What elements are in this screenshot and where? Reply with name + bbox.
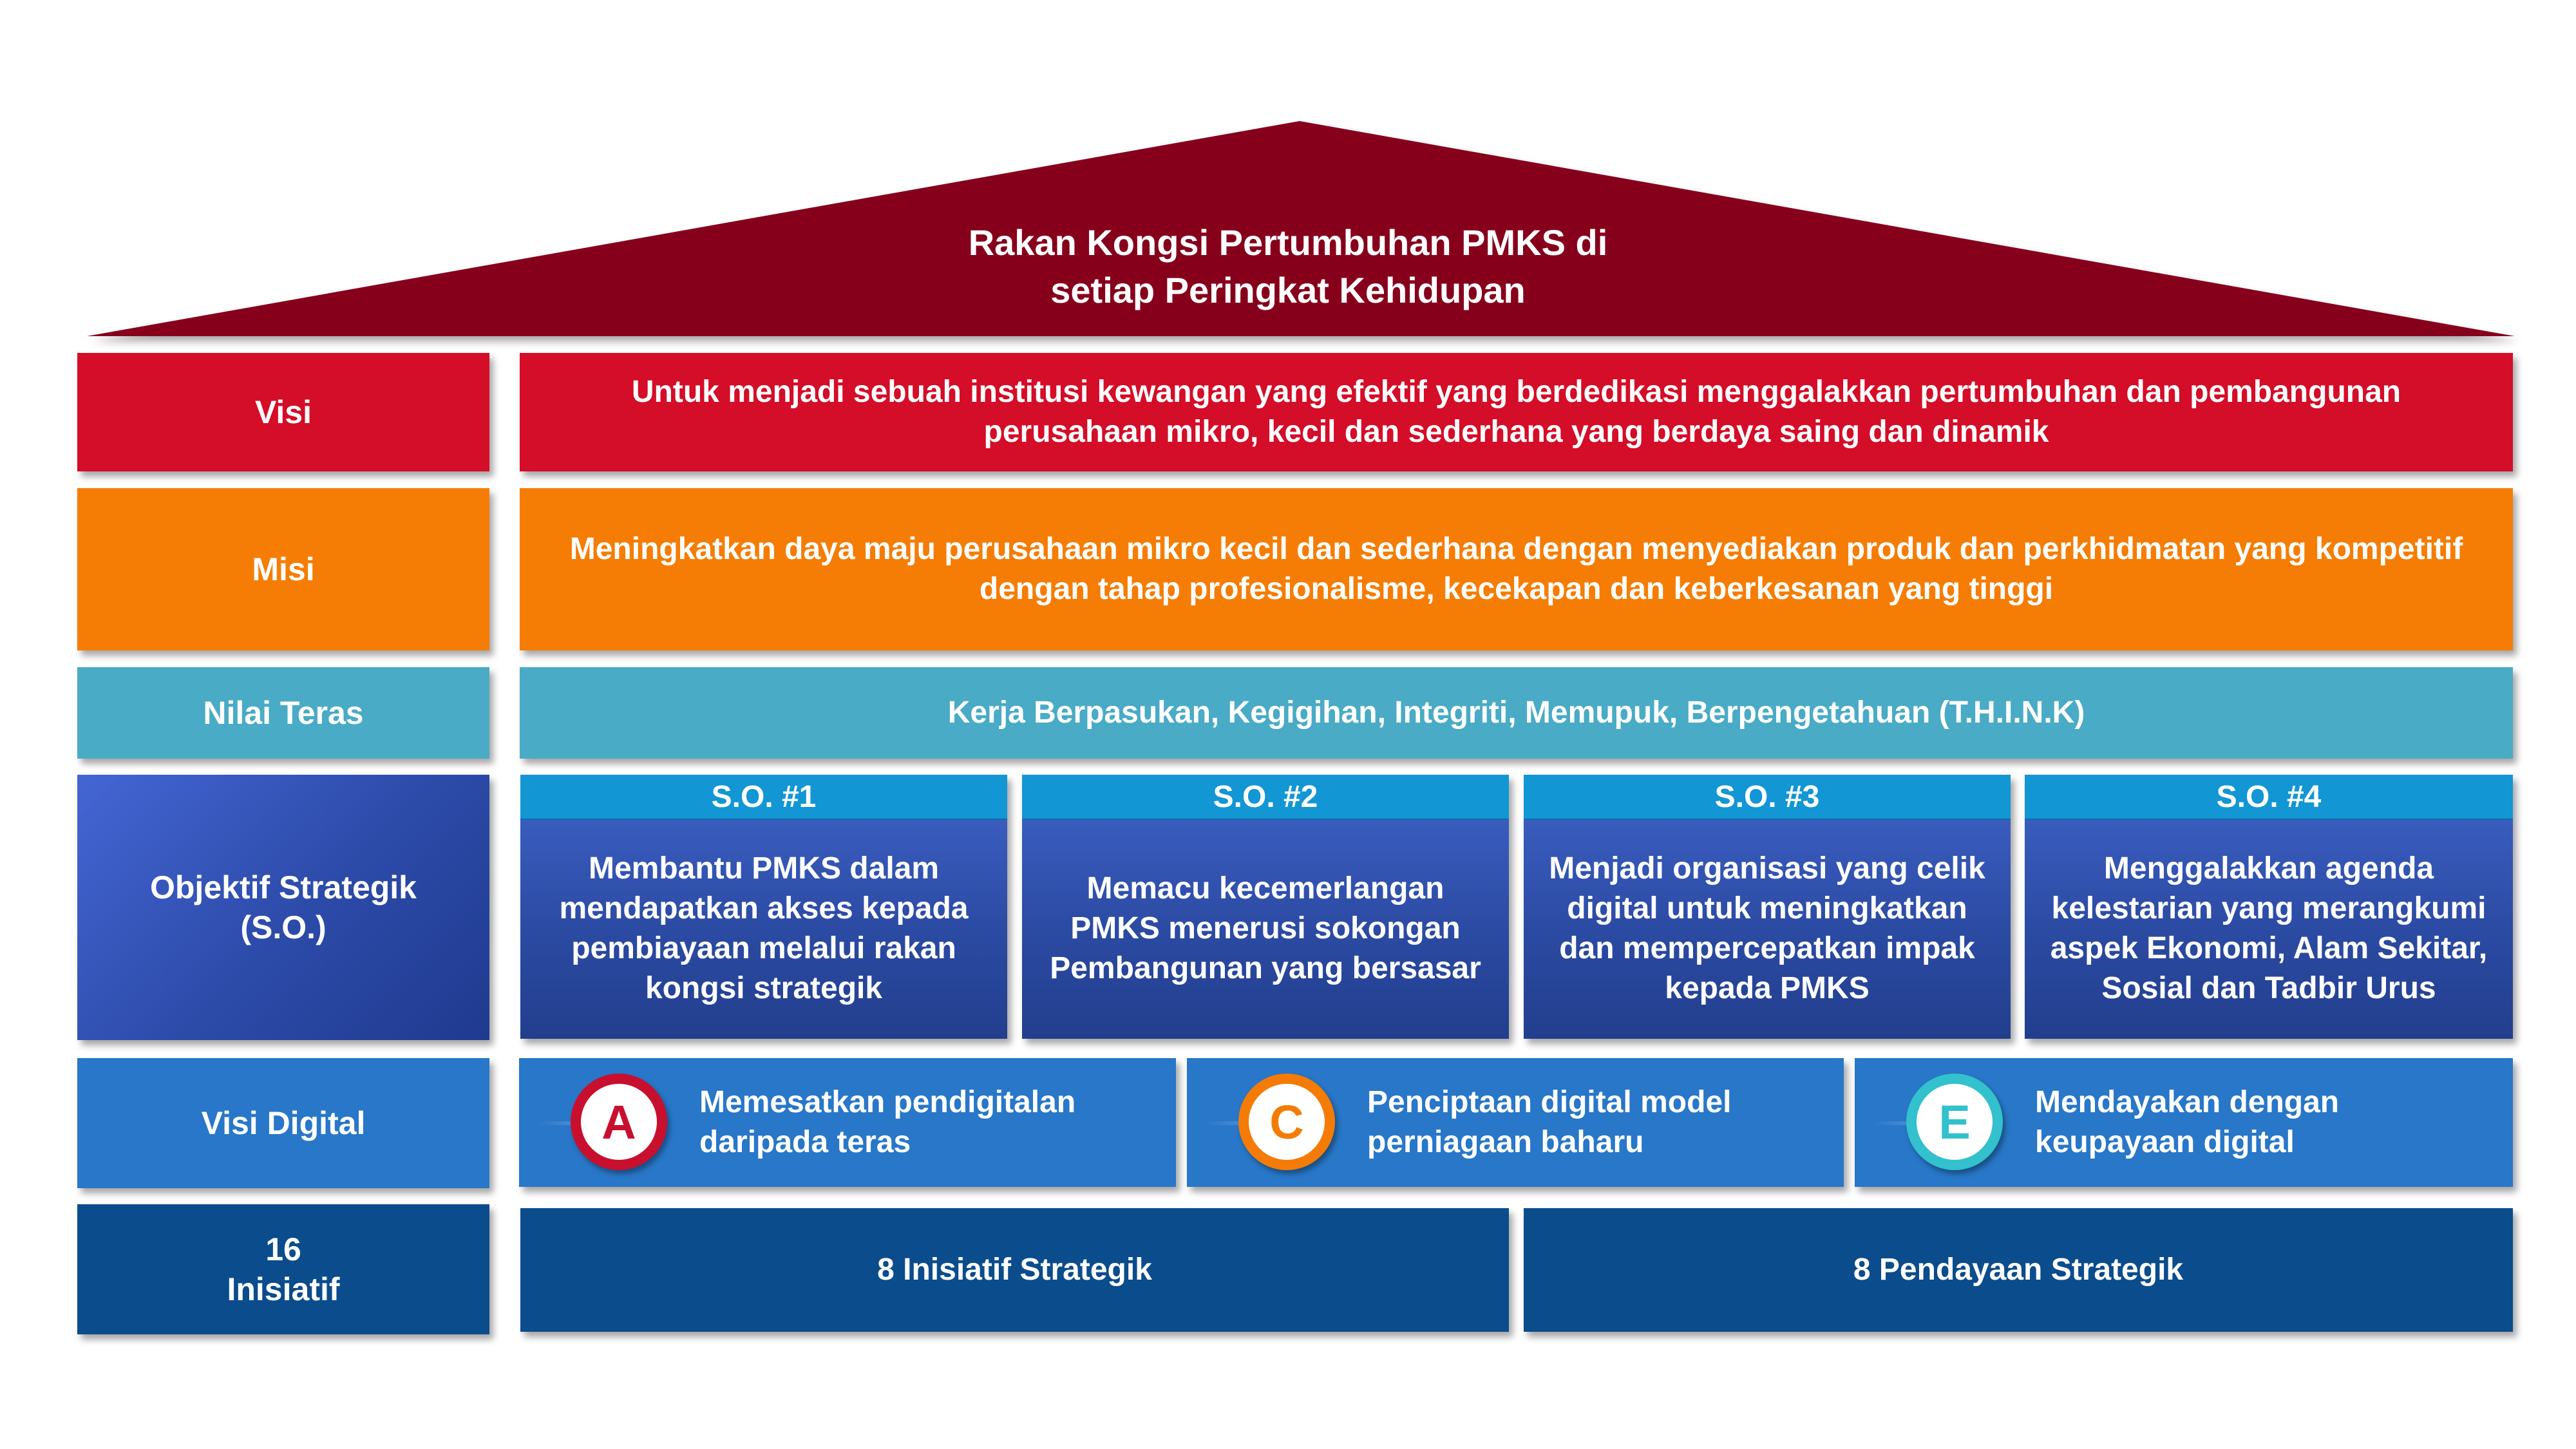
misi-label-text: Misi xyxy=(252,551,315,587)
so-title-4: S.O. #4 xyxy=(2025,775,2513,820)
inisiatif-item-2: 8 Pendayaan Strategik xyxy=(1524,1208,2513,1332)
so-title-3: S.O. #3 xyxy=(1524,775,2011,820)
so-title-2: S.O. #2 xyxy=(1022,775,1509,820)
objektif-label-text: Objektif Strategik (S.O.) xyxy=(150,869,417,945)
inisiatif-item-2-text: 8 Pendayaan Strategik xyxy=(1853,1253,2184,1287)
so-text-1: Membantu PMKS dalam mendapatkan akses ke… xyxy=(559,851,969,1005)
visi-label: Visi xyxy=(77,353,489,471)
so-text-4: Menggalakkan agenda kelestarian yang mer… xyxy=(2050,851,2488,1005)
inisiatif-item-1-text: 8 Inisiatif Strategik xyxy=(877,1253,1152,1287)
roof-shape xyxy=(87,121,2515,336)
nilai-teras-content: Kerja Berpasukan, Kegigihan, Integriti, … xyxy=(520,667,2513,759)
nilai-teras-label: Nilai Teras xyxy=(77,667,489,759)
visi-digital-item-e: E Mendayakan dengan keupayaan digital xyxy=(1855,1058,2513,1187)
so-text-3: Menjadi organisasi yang celik digital un… xyxy=(1549,851,1985,1005)
inisiatif-item-1: 8 Inisiatif Strategik xyxy=(520,1208,1509,1332)
roof-title-line-1: Rakan Kongsi Pertumbuhan PMKS di xyxy=(968,222,1608,263)
visi-digital-text-a: Memesatkan pendigitalan daripada teras xyxy=(699,1085,1076,1159)
misi-content: Meningkatkan daya maju perusahaan mikro … xyxy=(520,488,2513,650)
inisiatif-label: 16 Inisiatif xyxy=(77,1204,489,1334)
visi-label-text: Visi xyxy=(254,394,312,430)
nilai-teras-label-text: Nilai Teras xyxy=(203,695,364,731)
visi-digital-item-c: C Penciptaan digital model perniagaan ba… xyxy=(1187,1058,1844,1187)
so-card-1: S.O. #1 Membantu PMKS dalam mendapatkan … xyxy=(520,775,1007,1039)
misi-label: Misi xyxy=(77,488,489,650)
visi-digital-text-e: Mendayakan dengan keupayaan digital xyxy=(2035,1085,2340,1159)
visi-content: Untuk menjadi sebuah institusi kewangan … xyxy=(520,353,2513,471)
so-card-2: S.O. #2 Memacu kecemerlangan PMKS meneru… xyxy=(1022,775,1509,1039)
letter-a-circle-icon: A xyxy=(571,1074,667,1170)
roof-triangle xyxy=(87,121,2515,336)
inisiatif-label-number: 16 xyxy=(265,1231,301,1267)
so-card-3: S.O. #3 Menjadi organisasi yang celik di… xyxy=(1524,775,2011,1039)
inisiatif-label-text: Inisiatif xyxy=(227,1271,340,1307)
visi-digital-item-a: A Memesatkan pendigitalan daripada teras xyxy=(519,1058,1176,1187)
visi-content-text: Untuk menjadi sebuah institusi kewangan … xyxy=(631,375,2401,449)
visi-digital-label: Visi Digital xyxy=(77,1058,489,1188)
roof-title: Rakan Kongsi Pertumbuhan PMKS di setiap … xyxy=(644,219,1932,314)
nilai-teras-content-text: Kerja Berpasukan, Kegigihan, Integriti, … xyxy=(947,696,2085,730)
so-card-4: S.O. #4 Menggalakkan agenda kelestarian … xyxy=(2025,775,2513,1039)
letter-e-circle-icon: E xyxy=(1906,1074,2003,1170)
roof-title-line-2: setiap Peringkat Kehidupan xyxy=(1050,270,1526,310)
so-title-1: S.O. #1 xyxy=(520,775,1007,820)
so-text-2: Memacu kecemerlangan PMKS menerusi sokon… xyxy=(1050,871,1481,985)
misi-content-text: Meningkatkan daya maju perusahaan mikro … xyxy=(569,532,2463,606)
visi-digital-label-text: Visi Digital xyxy=(201,1105,366,1141)
visi-digital-text-c: Penciptaan digital model perniagaan baha… xyxy=(1367,1085,1732,1159)
objektif-label: Objektif Strategik (S.O.) xyxy=(77,775,489,1040)
letter-c-circle-icon: C xyxy=(1238,1074,1335,1170)
